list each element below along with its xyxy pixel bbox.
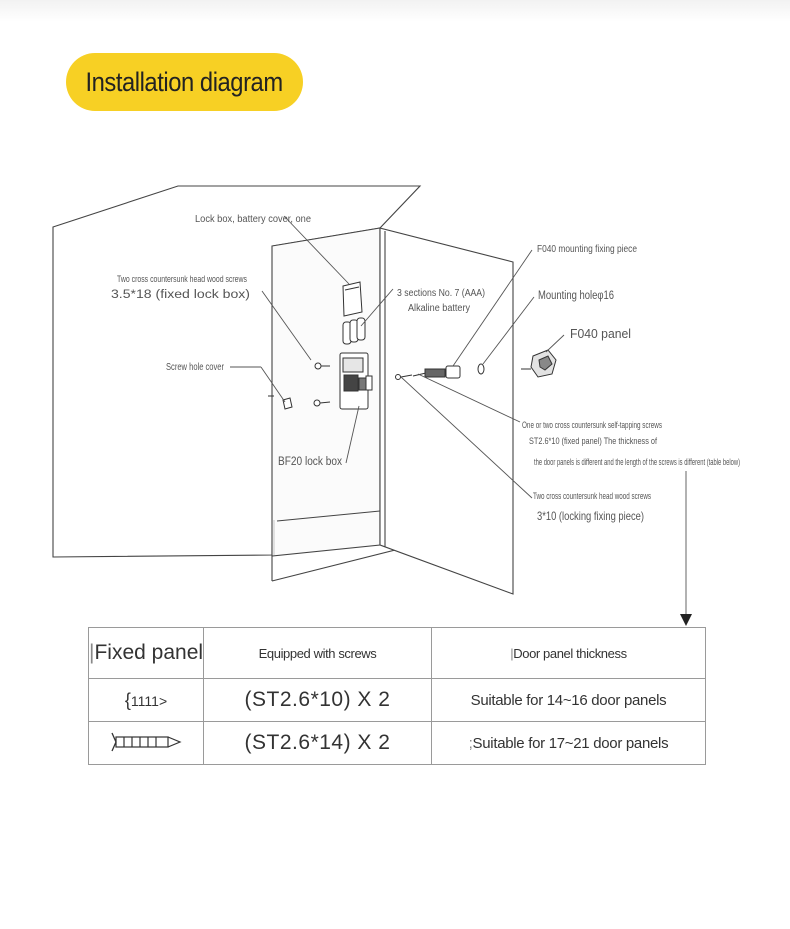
label-tapping-2: ST2.6*10 (fixed panel) The thickness of [529, 436, 657, 447]
header-equipped-screws: Equipped with screws [203, 627, 432, 679]
title-badge: Installation diagram [66, 53, 303, 111]
screw-cell-short: {1111> [87, 678, 205, 722]
top-shadow-bar [0, 0, 790, 22]
long-screw-icon [111, 732, 182, 751]
screw-parts-door [395, 365, 461, 380]
table-row: {1111> (ST2.6*10) X 2 Suitable for 14~16… [87, 678, 707, 722]
page-title: Installation diagram [85, 66, 284, 97]
f040-panel-part [521, 349, 557, 378]
header-fixed-panel: |Fixed panel [87, 627, 205, 679]
label-wood-screws-b-1: Two cross countersunk head wood screws [533, 491, 651, 502]
table-pointer-arrow [680, 614, 692, 626]
label-battery-1: 3 sections No. 7 (AAA) [397, 287, 485, 299]
label-tapping-1: One or two cross countersunk self-tappin… [522, 420, 662, 430]
label-bf20: BF20 lock box [278, 456, 342, 468]
screw-parts-left [268, 362, 331, 410]
label-mounting-hole: Mounting holeφ16 [538, 290, 614, 302]
label-f040-panel: F040 panel [570, 326, 631, 341]
leader-lines [230, 215, 687, 615]
label-wood-screws-b-2: 3*10 (locking fixing piece) [537, 509, 644, 523]
suitable-cell: ;Suitable for 17~21 door panels [430, 721, 707, 765]
battery-cover-part [342, 281, 363, 317]
spec-cell: (ST2.6*10) X 2 [203, 678, 432, 722]
label-f040-piece: F040 mounting fixing piece [537, 243, 637, 255]
cabinet-door [379, 227, 514, 595]
label-battery-2: Alkaline battery [408, 303, 470, 314]
label-screw-hole-cover: Screw hole cover [166, 362, 225, 373]
diagram-labels: Lock box, battery cover, one Two cross c… [111, 214, 740, 523]
screw-cell-long [87, 721, 205, 765]
mounting-hole-part [477, 363, 485, 375]
battery-part [342, 317, 366, 345]
table-header-row: |Fixed panel Equipped with screws |Door … [87, 627, 707, 679]
spec-cell: (ST2.6*14) X 2 [203, 721, 432, 765]
label-wood-screws-a-2: 3.5*18 (fixed lock box) [111, 289, 250, 301]
label-wood-screws-a-1: Two cross countersunk head wood screws [117, 274, 247, 285]
header-door-thickness: |Door panel thickness [430, 627, 707, 679]
label-tapping-3: the door panels is different and the len… [534, 457, 740, 467]
suitable-cell: Suitable for 14~16 door panels [430, 678, 707, 722]
table-row: (ST2.6*14) X 2 ;Suitable for 17~21 door … [87, 721, 707, 765]
bf20-lock-box-part [339, 352, 373, 410]
screw-spec-table: |Fixed panel Equipped with screws |Door … [87, 627, 707, 765]
label-lock-box-cover: Lock box, battery cover, one [195, 214, 311, 225]
